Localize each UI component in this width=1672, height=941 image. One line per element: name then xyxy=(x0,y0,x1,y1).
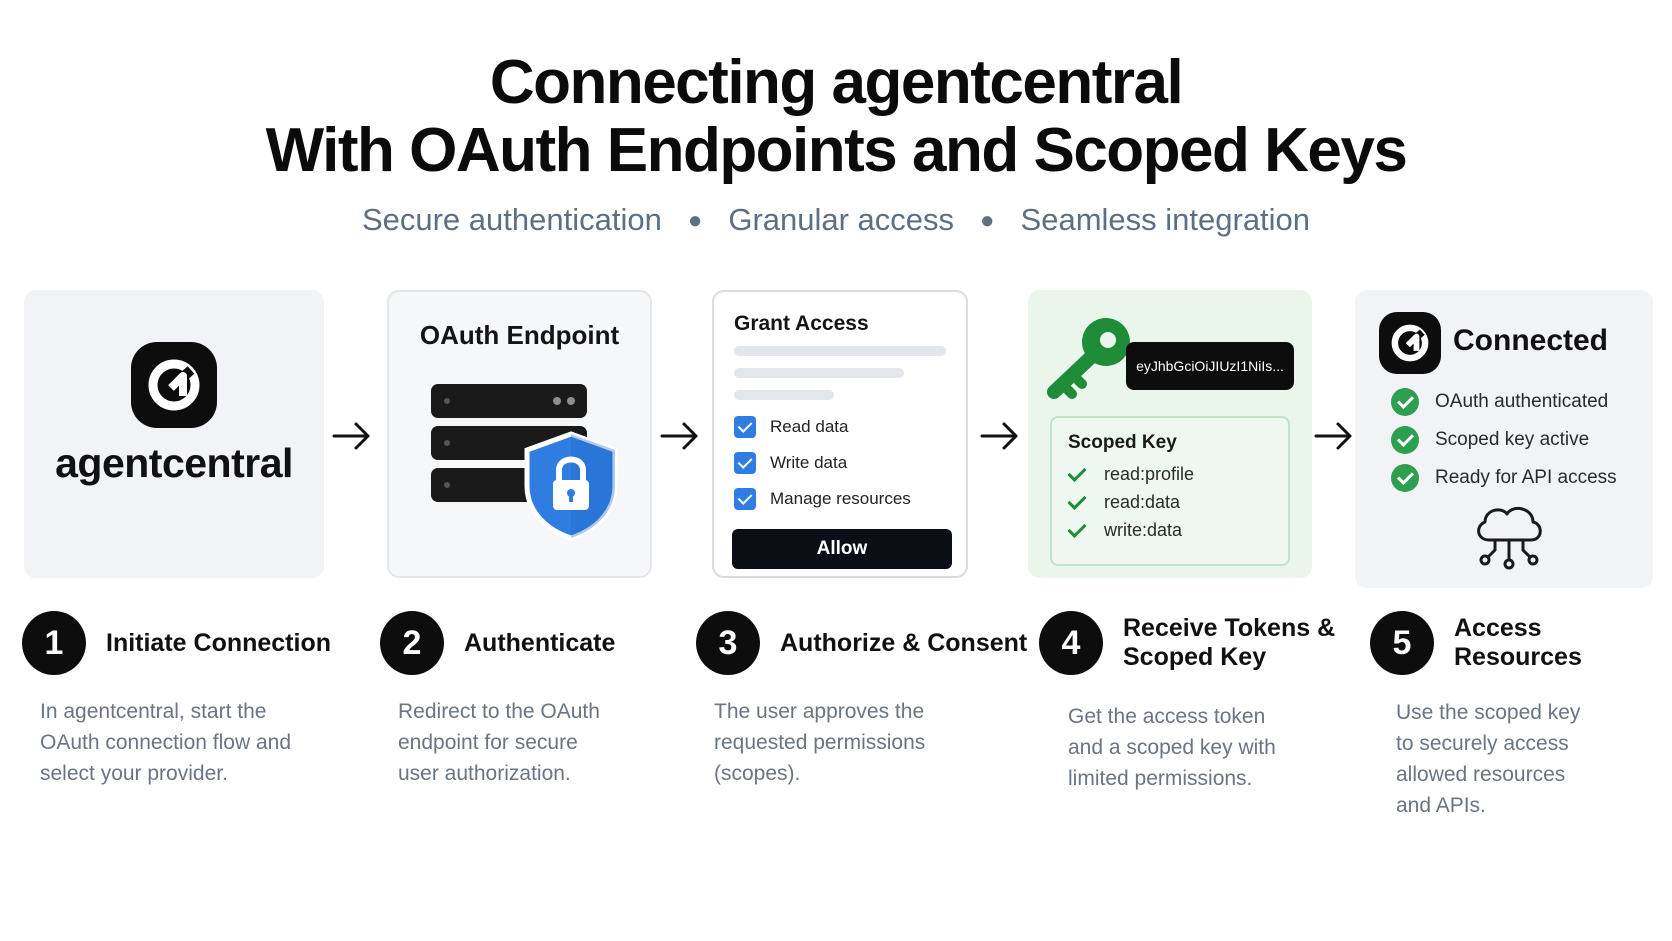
arrow-right-icon xyxy=(1314,422,1352,450)
permission-manage[interactable]: Manage resources xyxy=(734,488,911,510)
check-circle-icon xyxy=(1391,426,1419,454)
status-item: OAuth authenticated xyxy=(1391,388,1608,416)
description-line: user authorization. xyxy=(398,762,571,785)
access-token: eyJhbGciOiJIUzI1NiIs... xyxy=(1126,342,1294,390)
checkbox-checked[interactable] xyxy=(734,488,756,510)
step-5-description: Use the scoped key to securely access al… xyxy=(1396,697,1580,821)
separator-dot: ● xyxy=(687,207,703,234)
placeholder-line xyxy=(734,368,904,378)
description-line: limited permissions. xyxy=(1068,767,1253,790)
brand-name: agentcentral xyxy=(55,440,293,486)
tagline: Secure authentication ● Granular access ● Se… xyxy=(0,202,1672,238)
step-1-description: In agentcentral, start the OAuth connect… xyxy=(40,696,291,789)
step-2-description: Redirect to the OAuth endpoint for secur… xyxy=(398,696,600,789)
status-label: Ready for API access xyxy=(1435,467,1617,488)
description-line: Get the access token xyxy=(1068,705,1266,728)
connected-heading: Connected xyxy=(1453,324,1609,357)
check-circle-icon xyxy=(1391,388,1419,416)
step-title: Initiate Connection xyxy=(106,628,331,657)
step-5: 5 Access Resources xyxy=(1370,611,1672,675)
arrow-right-icon xyxy=(980,422,1018,450)
check-circle-icon xyxy=(1391,464,1419,492)
status-item: Scoped key active xyxy=(1391,426,1589,454)
key-icon xyxy=(1047,318,1130,399)
description-line: requested permissions xyxy=(714,731,926,754)
scope-label: read:data xyxy=(1104,492,1181,512)
separator-dot: ● xyxy=(980,207,995,234)
check-icon xyxy=(1067,462,1087,483)
step-number: 2 xyxy=(380,611,444,675)
brand-card: agentcentral xyxy=(24,290,324,578)
title-line-2: With OAuth Endpoints and Scoped Keys xyxy=(265,116,1408,185)
step-3: 3 Authorize & Consent xyxy=(696,611,1027,675)
description-line: In agentcentral, start the xyxy=(40,700,267,723)
connected-card: Connected OAuth authenticated Scoped key… xyxy=(1355,290,1653,588)
cloud-network-icon xyxy=(1477,506,1542,570)
allow-button[interactable]: Allow xyxy=(732,529,952,569)
tagline-item: Secure authentication xyxy=(361,202,662,237)
step-title-line: Receive Tokens & xyxy=(1123,614,1336,642)
scoped-key-box: Scoped Key read:profile read:data write:… xyxy=(1050,416,1290,566)
step-4: 4 Receive Tokens & Scoped Key xyxy=(1039,611,1335,675)
description-line: allowed resources xyxy=(1396,763,1566,786)
agentcentral-logo-icon xyxy=(1379,312,1441,374)
oauth-endpoint-card: OAuth Endpoint xyxy=(387,290,652,578)
description-line: (scopes). xyxy=(714,762,801,785)
arrow-right-icon xyxy=(332,422,370,450)
step-title: Receive Tokens & Scoped Key xyxy=(1123,614,1335,672)
step-title: Authenticate xyxy=(464,628,616,657)
grant-access-heading: Grant Access xyxy=(734,312,869,335)
scope-item: read:data xyxy=(1067,490,1181,513)
status-item: Ready for API access xyxy=(1391,464,1617,492)
description-line: Use the scoped key xyxy=(1396,701,1581,724)
tagline-item: Seamless integration xyxy=(1020,202,1311,237)
status-label: Scoped key active xyxy=(1435,429,1590,450)
shield-lock-icon xyxy=(524,431,618,541)
description-line: and a scoped key with xyxy=(1068,736,1276,759)
scope-label: read:profile xyxy=(1104,464,1195,484)
token-card: eyJhbGciOiJIUzI1NiIs... Scoped Key read:… xyxy=(1028,290,1312,578)
step-title: Authorize & Consent xyxy=(780,628,1028,657)
step-number: 4 xyxy=(1039,611,1103,675)
arrow-right-icon xyxy=(660,422,698,450)
step-number: 3 xyxy=(696,611,760,675)
description-line: and APIs. xyxy=(1396,794,1486,817)
permission-read[interactable]: Read data xyxy=(734,416,848,438)
scoped-key-title: Scoped Key xyxy=(1068,432,1177,453)
description-line: OAuth connection flow and xyxy=(40,731,291,754)
description-line: Redirect to the OAuth xyxy=(398,700,600,723)
scope-item: write:data xyxy=(1067,518,1183,541)
grant-access-card: Grant Access Read data Write data Manage… xyxy=(712,290,968,578)
step-number: 5 xyxy=(1370,611,1434,675)
step-4-description: Get the access token and a scoped key wi… xyxy=(1068,701,1276,794)
step-2: 2 Authenticate xyxy=(380,611,615,675)
step-1: 1 Initiate Connection xyxy=(22,611,331,675)
description-line: The user approves the xyxy=(714,700,925,723)
placeholder-line xyxy=(734,346,946,356)
oauth-endpoint-heading: OAuth Endpoint xyxy=(419,320,620,350)
step-title-line: Scoped Key xyxy=(1123,643,1267,671)
title-line-1: Connecting agentcentral xyxy=(489,48,1184,117)
status-label: OAuth authenticated xyxy=(1435,391,1609,412)
step-3-description: The user approves the requested permissi… xyxy=(714,696,925,789)
permission-label: Read data xyxy=(770,417,849,436)
placeholder-line xyxy=(734,390,834,400)
permission-write[interactable]: Write data xyxy=(734,452,847,474)
checkbox-checked[interactable] xyxy=(734,416,756,438)
description-line: endpoint for secure xyxy=(398,731,578,754)
permission-label: Manage resources xyxy=(770,489,911,508)
scope-item: read:profile xyxy=(1067,462,1195,485)
tagline-item: Granular access xyxy=(728,202,955,237)
permission-label: Write data xyxy=(770,453,848,472)
agentcentral-logo-icon xyxy=(131,342,217,428)
description-line: to securely access xyxy=(1396,732,1569,755)
check-icon xyxy=(1067,490,1087,511)
check-icon xyxy=(1067,518,1087,539)
scope-label: write:data xyxy=(1104,520,1183,540)
step-title: Access Resources xyxy=(1454,614,1582,671)
checkbox-checked[interactable] xyxy=(734,452,756,474)
description-line: select your provider. xyxy=(40,762,228,785)
step-number: 1 xyxy=(22,611,86,675)
